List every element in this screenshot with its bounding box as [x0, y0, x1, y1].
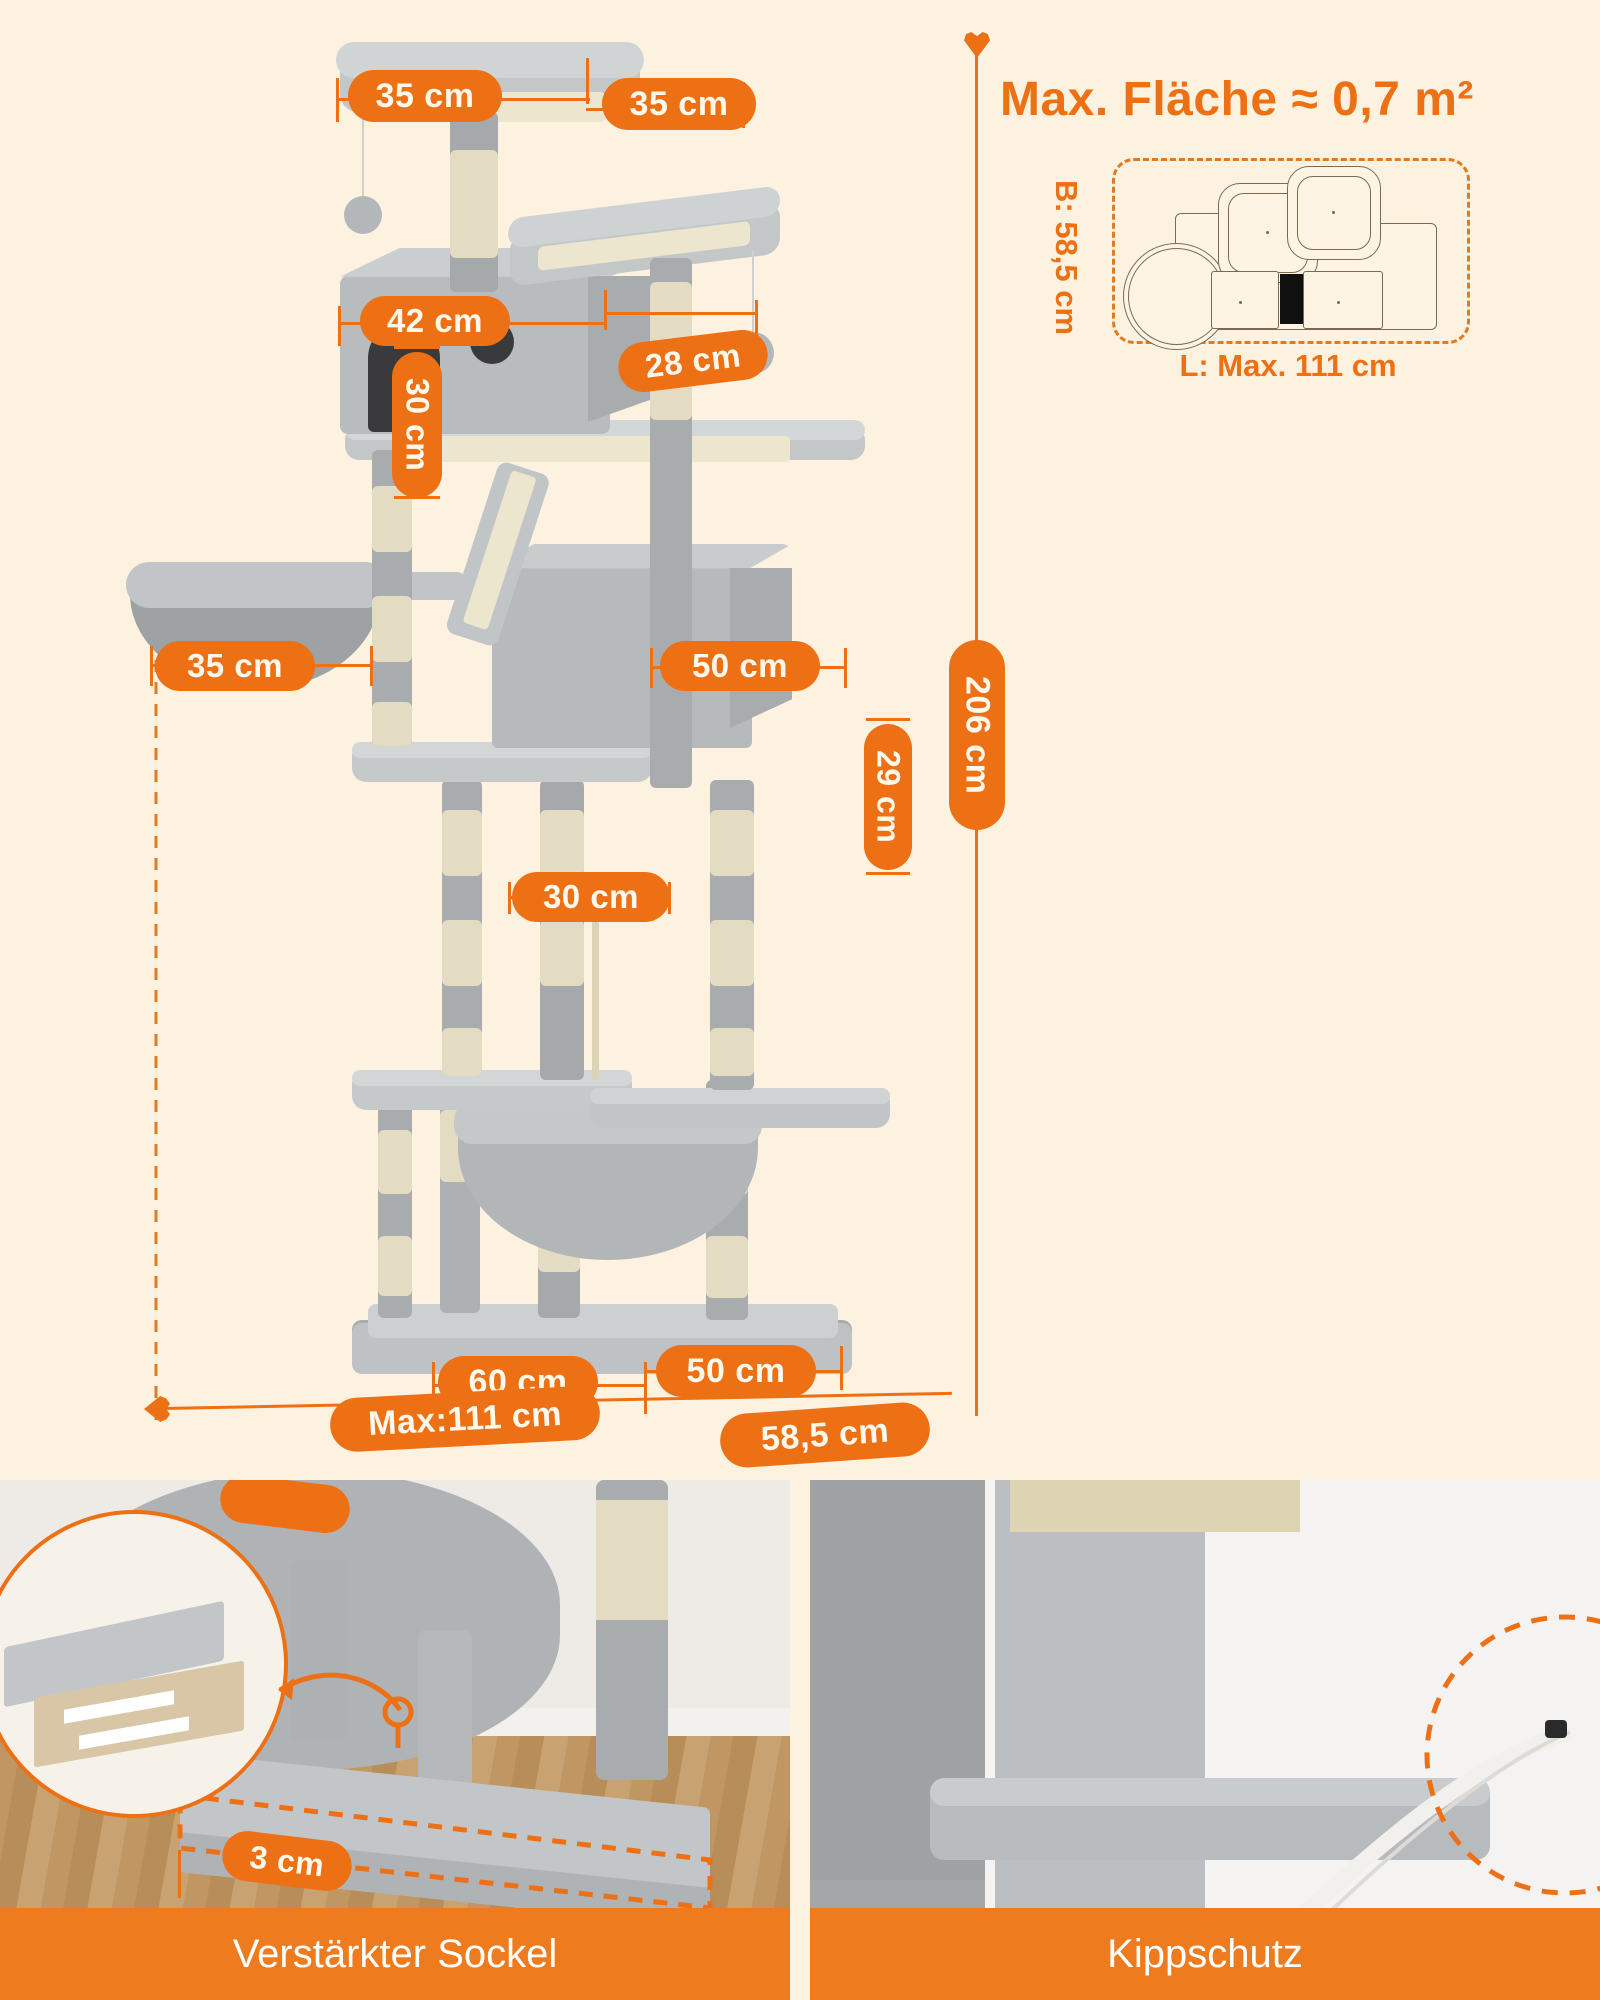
sisal-mid-left-c — [442, 1028, 482, 1076]
panel-caption-reinforced-base: Verstärkter Sockel — [0, 1908, 790, 2000]
badge-top-platform-left: 35 cm — [348, 70, 502, 122]
tick-condo-right — [604, 290, 607, 330]
panel-anti-tip: Kippschutz — [810, 1480, 1600, 2000]
footprint-door-marker — [1280, 274, 1304, 324]
badge-box-width: 50 cm — [660, 641, 820, 691]
sisal-condo-left-b — [372, 596, 412, 662]
badge-base-depth: 50 cm — [656, 1345, 816, 1397]
cat-tree-illustration — [126, 20, 960, 1420]
tick-perch-rule — [606, 312, 756, 315]
panel2-sisal-top — [1010, 1480, 1300, 1532]
tick-condo-left — [338, 306, 341, 346]
sisal-mid-left-a — [442, 810, 482, 876]
footprint-base-dot-left — [1239, 301, 1242, 304]
sisal-condo-left-c — [372, 702, 412, 746]
large-box-top — [492, 544, 792, 569]
sisal-top — [450, 150, 498, 258]
pompom-string-right — [752, 250, 754, 335]
height-arrow-head-top — [964, 32, 990, 58]
footprint-outline — [1112, 158, 1470, 350]
sisal-mid-right-c — [710, 1028, 754, 1076]
badge-top-platform-right: 35 cm — [602, 78, 756, 130]
sisal-lower-right-b — [706, 1236, 748, 1298]
footprint-top-platform-inner — [1297, 176, 1371, 250]
sisal-mid-left-b — [442, 920, 482, 986]
footprint-width-label: B: 58,5 cm — [1049, 180, 1084, 336]
panel1-magnifier-inset — [0, 1510, 288, 1818]
badge-condo-height: 30 cm — [392, 352, 442, 498]
pompom-string-left — [362, 112, 364, 200]
tick-base-mid — [644, 1362, 647, 1414]
sisal-lower-left-b — [378, 1236, 412, 1296]
sisal-mid-right-b — [710, 920, 754, 986]
panel-reinforced-base: Verstärkter Sockel — [0, 1480, 790, 2000]
sisal-mid-center-b — [540, 920, 584, 986]
sisal-mid-right-a — [710, 810, 754, 876]
footprint-length-label: L: Max. 111 cm — [1179, 348, 1397, 383]
panel2-post-mid — [995, 1480, 1205, 1950]
tick-box-h-bot — [866, 872, 910, 875]
tick-box-h-top — [866, 718, 910, 721]
tick-base-left — [432, 1362, 435, 1404]
footprint-right-strip — [1303, 271, 1383, 329]
panel1-post-left — [290, 1560, 348, 1740]
badge-condo-width: 42 cm — [360, 296, 510, 346]
panel-caption-anti-tip: Kippschutz — [810, 1908, 1600, 2000]
badge-total-height: 206 cm — [949, 640, 1005, 830]
tick-condo-h-top — [394, 346, 440, 349]
badge-bowl-width: 35 cm — [155, 641, 315, 691]
footprint-mid-center-dot — [1266, 231, 1269, 234]
hanging-rope — [592, 920, 599, 1080]
sisal-lower-left-a — [378, 1130, 412, 1194]
tick-perch-right — [755, 300, 758, 340]
panel1-sisal-right — [596, 1500, 668, 1620]
sisal-mid-center-a — [540, 810, 584, 876]
base-board-top — [368, 1304, 838, 1338]
max-area-title: Max. Fläche ≈ 0,7 m² — [1000, 73, 1474, 126]
height-arrow-line-lower — [975, 826, 978, 1416]
badge-box-height: 29 cm — [864, 724, 912, 870]
pompom-left — [344, 196, 382, 234]
height-arrow-line-upper — [975, 52, 978, 652]
shelf-mid-right-edge — [590, 1088, 890, 1104]
panel2-shelf-lip — [930, 1778, 1490, 1806]
panel2-dashed-circle — [1424, 1614, 1600, 1896]
badge-box-depth: 30 cm — [512, 872, 670, 922]
tick-top-mid — [586, 58, 589, 104]
shelf-mid-left-edge — [352, 1070, 632, 1086]
shelf-condo-base-inner — [430, 436, 790, 462]
footprint-top-center-dot — [1332, 211, 1335, 214]
tick-basedepth-right — [840, 1346, 843, 1390]
panel2-wall-anchor-icon — [1545, 1720, 1567, 1738]
footprint-right-strip-dot — [1337, 301, 1340, 304]
footprint-base-strip — [1211, 271, 1279, 329]
left-guide-dashed — [154, 660, 158, 1420]
panel1-assembly-arrow-icon — [278, 1672, 414, 1748]
panel1-thickness-tick — [178, 1850, 181, 1898]
